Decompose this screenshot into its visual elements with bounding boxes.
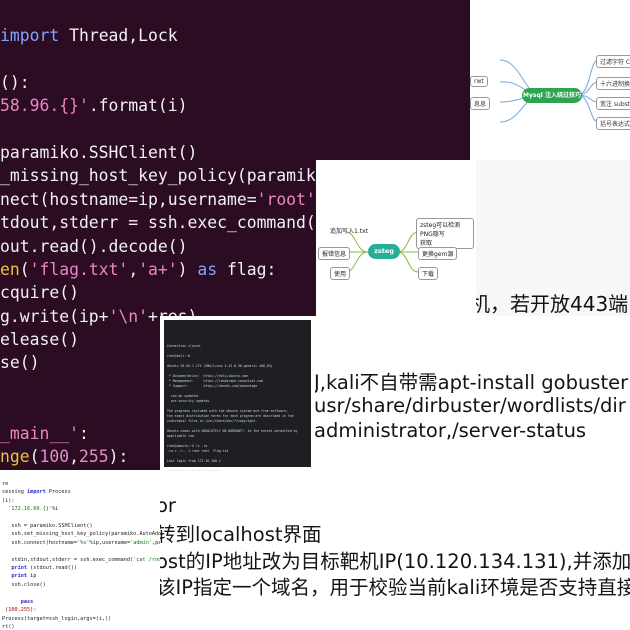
mysql-mindmap-panel: rwt 息息 Mysql 注入绕过技巧 过滤字符 C 十六进制换 宽注 subs… bbox=[470, 0, 630, 160]
mindmap-node: 下载 bbox=[418, 267, 439, 280]
code-line: pass bbox=[20, 598, 34, 605]
code-line bbox=[2, 547, 160, 555]
code-line: out.read().decode() bbox=[0, 236, 188, 256]
code-line: Process(target=ssh_login,args=(i,)) bbox=[2, 615, 112, 622]
code-line bbox=[2, 514, 160, 522]
mindmap-node: 宽注 subst bbox=[596, 97, 630, 110]
small-code-panel: re cessing import Process(i): '172.16.60.… bbox=[0, 470, 160, 630]
code-line: ssh.set_missing_host_key_policy(paramiko… bbox=[11, 531, 160, 538]
code-lines: re cessing import Process(i): '172.16.60.… bbox=[2, 480, 160, 630]
code-line: se() bbox=[0, 353, 40, 373]
note-line: or bbox=[160, 494, 176, 517]
mindmap-node: rwt bbox=[470, 76, 488, 87]
mindmap-node: 过滤字符 C bbox=[596, 55, 630, 68]
mindmap-node: 括号表达式 bbox=[596, 117, 630, 130]
mindmap-node: 十六进制换 bbox=[596, 77, 630, 90]
code-line: tdout,stderr = ssh.exec_command('c bbox=[0, 213, 336, 233]
note-line: 转到localhost界面 bbox=[160, 523, 322, 546]
text-line: 机，若开放443端 bbox=[470, 292, 629, 316]
mindmap-node: 追加写入1.txt bbox=[330, 228, 368, 235]
code-line bbox=[0, 118, 336, 141]
code-line bbox=[0, 47, 336, 70]
zsteg-mindmap-panel: 追加写入1.txt 报错信息 使用 zsteg zsteg可以检测PNG隐写 获… bbox=[316, 160, 476, 320]
mindmap-center-node: Mysql 注入绕过技巧 bbox=[522, 88, 582, 103]
code-line: 58.96.{}'.format(i) bbox=[0, 96, 188, 116]
code-line: en('flag.txt','a+') as flag: bbox=[0, 259, 277, 279]
mindmap-node-label: zsteg可以检测PNG隐写 bbox=[420, 222, 461, 238]
code-line: nge(100,255): bbox=[0, 447, 129, 467]
code-line: nect(hostname=ip,username='root', bbox=[0, 189, 326, 209]
mindmap-node: 更换gem源 bbox=[418, 247, 458, 260]
code-line: (i): bbox=[2, 497, 15, 504]
code-line: _main__': bbox=[0, 423, 89, 443]
code-line: stdin,stdout,stderr = ssh.exec_command('… bbox=[2, 556, 160, 563]
code-line: paramiko.SSHClient() bbox=[0, 142, 198, 162]
mindmap-node: zsteg可以检测PNG隐写 获取 bbox=[416, 218, 474, 249]
code-line: cquire() bbox=[0, 283, 79, 303]
mindmap-node: 报错信息 bbox=[318, 247, 351, 260]
mindmap-center-node: zsteg bbox=[368, 244, 400, 259]
terminal-screen: Connection closed. root@kali:~# Ubuntu 1… bbox=[164, 320, 311, 471]
code-line: re bbox=[2, 481, 9, 487]
code-line bbox=[2, 589, 160, 597]
note-line: administrator,/server-status bbox=[314, 419, 587, 442]
code-line: (100,255): bbox=[2, 607, 37, 614]
note-line: ost的IP地址改为目标靶机IP(10.120.134.131),并添加 bbox=[160, 550, 630, 573]
code-line: print (stdout.read()) bbox=[11, 565, 77, 572]
code-line: '172.16.60.{}'%i bbox=[8, 506, 59, 513]
note-line: usr/share/dirbuster/wordlists/dir bbox=[314, 394, 626, 417]
code-line: rt() bbox=[2, 623, 15, 630]
code-line: cessing import Process bbox=[2, 489, 71, 496]
code-line: ssh.close() bbox=[2, 581, 46, 588]
note-line: 该IP指定一个域名，用于校验当前kali环境是否支持直接 bbox=[160, 576, 630, 599]
mindmap-node: 息息 bbox=[470, 97, 491, 110]
code-line: (): bbox=[0, 72, 30, 92]
mindmap-node-label: 获取 bbox=[420, 240, 433, 247]
mindmap-node: 使用 bbox=[330, 267, 351, 280]
note-line: J,kali不自带需apt-install gobuster bbox=[314, 371, 629, 394]
chinese-text-panel: 机，若开放443端 bbox=[470, 160, 630, 320]
code-line: ssh.connect(hostname='%s'%ip,username='a… bbox=[2, 539, 160, 546]
code-line: import Thread,Lock bbox=[0, 26, 178, 45]
code-line: _missing_host_key_policy(paramiko. bbox=[0, 166, 336, 186]
code-line: ssh = paramiko.SSHClient() bbox=[2, 523, 93, 530]
code-line: print ip bbox=[11, 573, 37, 580]
code-line: elease() bbox=[0, 330, 79, 350]
terminal-screenshot-panel: Connection closed. root@kali:~# Ubuntu 1… bbox=[160, 316, 315, 471]
